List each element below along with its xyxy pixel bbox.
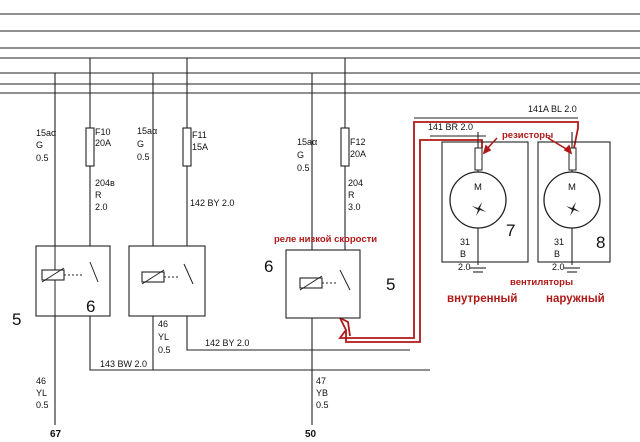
- lbl-141abl: 141A BL 2.0: [528, 104, 577, 114]
- lbl-r2-c: 0.5: [137, 152, 150, 162]
- lbl-f12-amp: 20A: [350, 149, 366, 159]
- relay-2: [128, 245, 206, 317]
- lbl-47yb-b: YB: [316, 388, 328, 398]
- lbl-f10-amp: 20A: [95, 138, 111, 148]
- lbl-204-a: 204: [348, 178, 363, 188]
- lbl-47yb-c: 0.5: [316, 400, 329, 410]
- lbl-r1-a: 15aα: [36, 128, 56, 138]
- lbl-bus-50: 50: [305, 429, 317, 440]
- lbl-46yl-c: 0.5: [158, 345, 171, 355]
- num-5-left: 5: [12, 310, 21, 329]
- note-fans: вентиляторы: [510, 277, 573, 288]
- lbl-f11: F11: [192, 130, 207, 140]
- lbl-204s-sz: 2.0: [95, 202, 108, 212]
- note-resistors: резисторы: [502, 130, 553, 141]
- lbl-47yb-a: 47: [316, 376, 326, 386]
- lbl-204s-r: R: [95, 190, 102, 200]
- relay-3-low-speed: [285, 249, 361, 319]
- num-5-mid: 5: [386, 275, 395, 294]
- relay-1: [35, 245, 111, 317]
- lbl-143bw: 143 BW 2.0: [100, 359, 147, 369]
- lbl-46yl-b: YL: [158, 332, 169, 342]
- lbl-46yl2-c: 0.5: [36, 400, 49, 410]
- lbl-204s: 204в: [95, 178, 115, 188]
- lbl-m8-b: B: [554, 249, 560, 259]
- fuse-f11: [182, 127, 192, 167]
- red-wires: [338, 121, 579, 343]
- motor-m-label: M: [568, 182, 576, 193]
- note-inner: внутренный: [447, 293, 517, 305]
- num-7: 7: [506, 221, 515, 240]
- lbl-m7-a: 31: [460, 237, 470, 247]
- lbl-141br: 141 BR 2.0: [428, 122, 473, 132]
- lbl-204-sz: 3.0: [348, 202, 361, 212]
- lbl-m8-c: 2.0: [552, 262, 565, 272]
- lbl-46yl2-a: 46: [36, 376, 46, 386]
- wire-labels: 15aα G 0.5 F10 20A 204в R 2.0 15aα G 0.5…: [36, 104, 577, 440]
- lbl-m8-a: 31: [554, 237, 564, 247]
- resistor-pointer-arrows: [482, 137, 573, 155]
- lbl-46yl-a: 46: [158, 319, 168, 329]
- black-wires: [54, 58, 580, 425]
- fan-inner-box: [441, 141, 529, 263]
- lbl-m7-c: 2.0: [458, 262, 471, 272]
- motor-m-label: M: [474, 182, 482, 193]
- note-outer: наружный: [546, 293, 605, 305]
- lbl-142by-top: 142 BY 2.0: [190, 198, 234, 208]
- supply-bus-lines: [0, 13, 640, 94]
- lbl-f10: F10: [95, 127, 111, 137]
- fuse-f12: [340, 127, 350, 167]
- fuse-f10: [85, 127, 95, 167]
- lbl-f11-amp: 15A: [192, 142, 208, 152]
- component-numbers: 5 6 6 5 7 8: [12, 221, 605, 329]
- lbl-46yl2-b: YL: [36, 388, 47, 398]
- lbl-204-r: R: [348, 190, 355, 200]
- lbl-bus-67: 67: [50, 429, 62, 440]
- fan-icon: [472, 202, 486, 216]
- note-low-speed-relay: реле низкой скорости: [274, 234, 377, 245]
- fan-icon: [566, 202, 580, 216]
- lbl-r2-b: G: [137, 139, 144, 149]
- lbl-142by-bottom: 142 BY 2.0: [205, 338, 249, 348]
- num-6-left: 6: [86, 297, 95, 316]
- num-6-mid: 6: [264, 257, 273, 276]
- lbl-r3-a: 15aα: [297, 137, 317, 147]
- num-8: 8: [596, 233, 605, 252]
- lbl-r3-b: G: [297, 150, 304, 160]
- fan-outer-box: [537, 141, 611, 263]
- lbl-r2-a: 15aα: [137, 126, 157, 136]
- red-annotations: реле низкой скорости резисторы вентилято…: [274, 130, 605, 305]
- lbl-r1-b: G: [36, 140, 43, 150]
- lbl-r1-c: 0.5: [36, 153, 49, 163]
- lbl-r3-c: 0.5: [297, 163, 310, 173]
- lbl-m7-b: B: [460, 249, 466, 259]
- lbl-f12: F12: [350, 137, 366, 147]
